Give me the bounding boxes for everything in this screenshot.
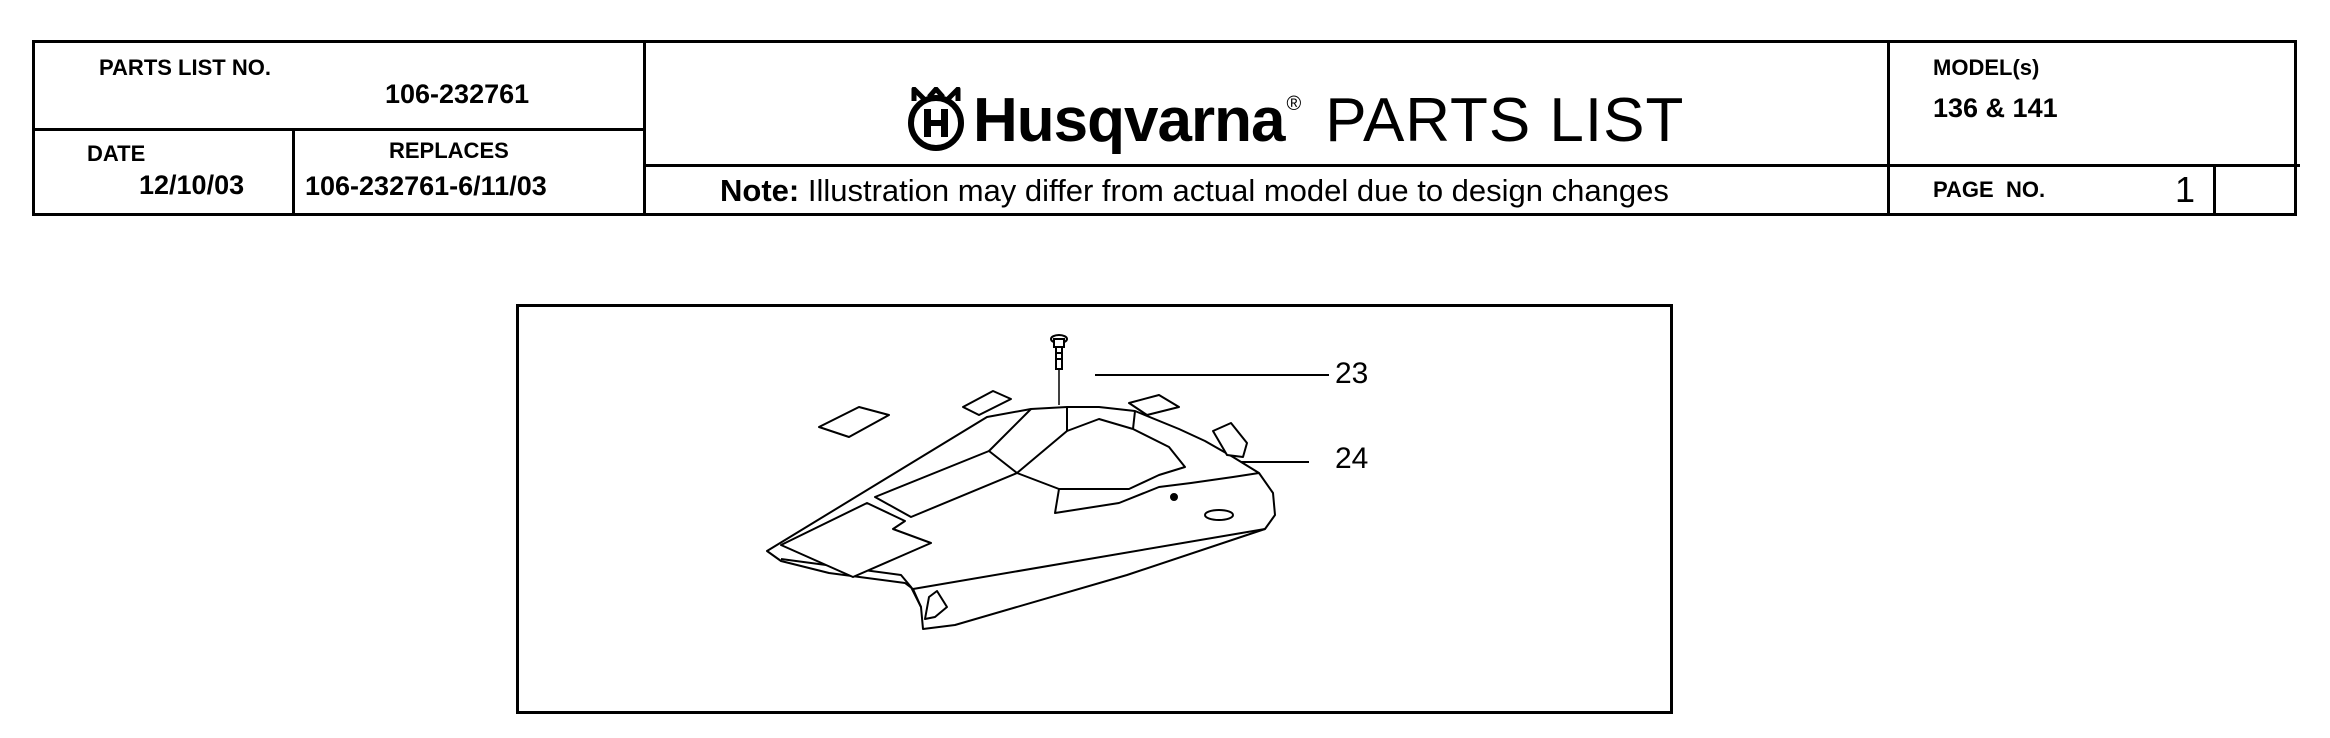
parts-illustration-frame: 23 24	[516, 304, 1673, 714]
registered-mark: ®	[1286, 93, 1302, 115]
callout-24: 24	[1335, 442, 1369, 475]
divider-page-number	[2213, 166, 2216, 213]
document-title: PARTS LIST	[1325, 85, 1685, 155]
divider-date-replaces	[292, 128, 295, 213]
note-label: Note:	[720, 173, 800, 208]
divider-right-row	[1887, 164, 2300, 167]
screw-part	[1050, 334, 1068, 405]
divider-right-section	[1887, 43, 1890, 213]
divider-left-row	[35, 128, 643, 131]
models-value: 136 & 141	[1933, 93, 2058, 123]
page-no-label: PAGE NO.	[1933, 177, 2046, 202]
date-value: 12/10/03	[139, 170, 245, 200]
brand-title-block: Husqvarna ® PARTS LIST	[905, 65, 1684, 175]
models-label: MODEL(s)	[1933, 55, 2040, 80]
parts-list-no-label: PARTS LIST NO.	[99, 55, 271, 80]
engine-cover-illustration	[766, 334, 1329, 630]
brand-name: Husqvarna	[973, 85, 1285, 155]
cover-part	[766, 390, 1276, 630]
page-number: 1	[2175, 169, 2196, 210]
callout-23: 23	[1335, 357, 1369, 390]
replaces-value: 106-232761-6/11/03	[305, 171, 547, 201]
date-label: DATE	[87, 141, 146, 166]
note-line: Note: Illustration may differ from actua…	[720, 173, 1669, 209]
replaces-label: REPLACES	[389, 138, 509, 163]
parts-list-no-value: 106-232761	[385, 79, 530, 109]
note-text: Illustration may differ from actual mode…	[799, 173, 1669, 208]
divider-left-section	[643, 43, 646, 213]
divider-center-row	[643, 164, 2300, 167]
husqvarna-crown-logo	[908, 87, 964, 151]
parts-list-header: PARTS LIST NO. 106-232761 DATE 12/10/03 …	[32, 40, 2300, 216]
